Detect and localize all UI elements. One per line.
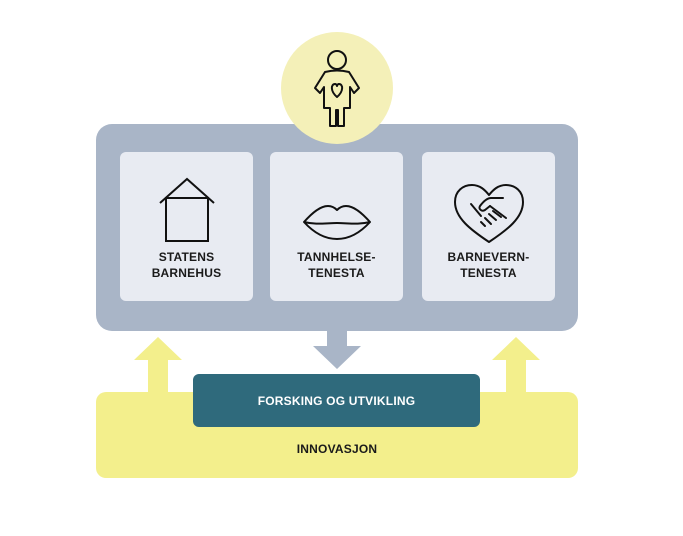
research-label: FORSKING OG UTVIKLING <box>257 393 416 408</box>
service-card-tannhelsetenesta: TANNHELSE- TENESTA <box>270 152 403 301</box>
research-box: FORSKING OG UTVIKLING <box>193 374 480 427</box>
service-label-statens-barnehus: STATENS BARNEHUS <box>151 250 222 280</box>
innovation-label: INNOVASJON <box>296 442 378 456</box>
service-label-barneverntenesta: BARNEVERN- TENESTA <box>447 250 530 280</box>
service-card-barneverntenesta: BARNEVERN- TENESTA <box>422 152 555 301</box>
service-label-tannhelsetenesta: TANNHELSE- TENESTA <box>297 250 376 280</box>
child-icon <box>314 50 360 127</box>
up-arrow-right <box>492 337 540 394</box>
child-circle <box>281 32 393 144</box>
service-card-statens-barnehus: STATENS BARNEHUS <box>120 152 253 301</box>
heart-handshake-icon <box>453 184 524 243</box>
up-arrow-left <box>134 337 182 394</box>
down-arrow <box>313 326 361 369</box>
lips-icon <box>302 205 371 240</box>
house-icon <box>158 177 215 242</box>
